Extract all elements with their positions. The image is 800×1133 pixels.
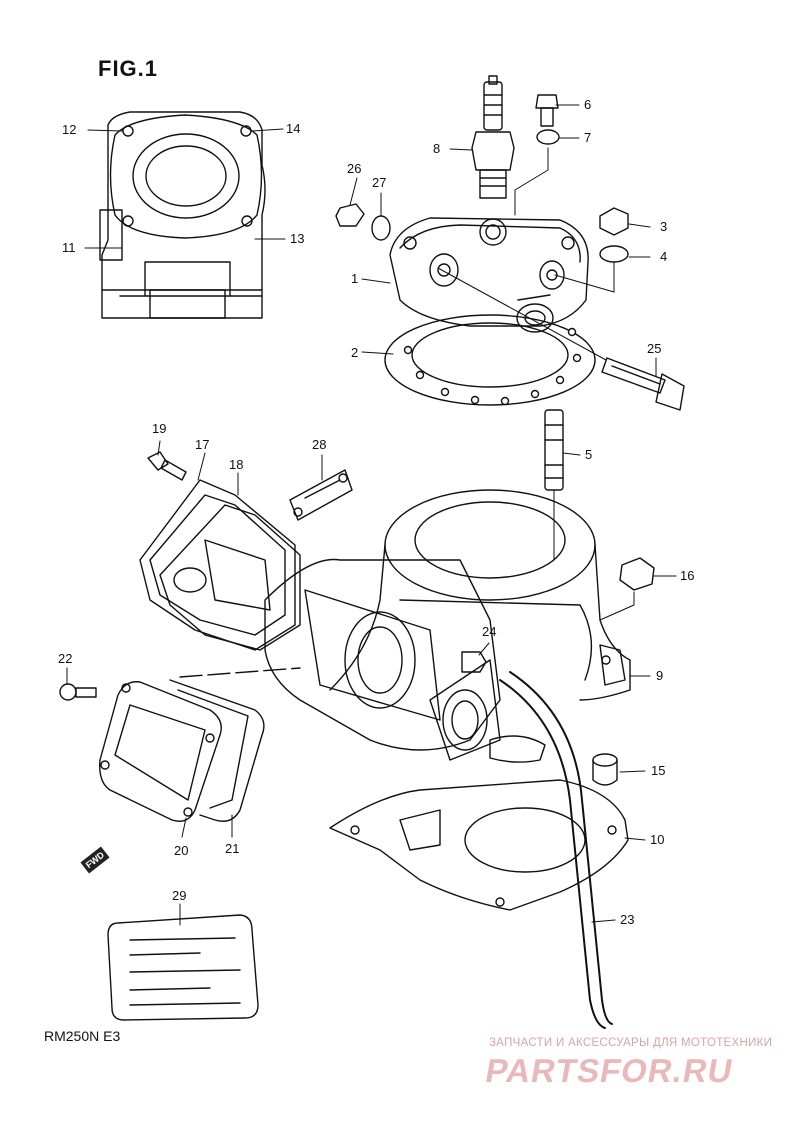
base-gasket [329,779,629,911]
callout-18: 18 [229,457,244,472]
label-plate-29 [107,914,259,1021]
washer-4 [599,245,629,263]
cylinder-head [389,217,589,333]
callout-23: 23 [620,912,635,927]
callout-11: 11 [62,240,76,255]
nut-3 [599,207,629,236]
callout-6: 6 [584,97,592,112]
nut-16 [619,557,655,591]
callout-7: 7 [584,130,592,145]
callout-16: 16 [680,568,695,583]
cylinder-top-view-inset [99,111,266,319]
head-gasket [384,314,596,406]
bolt-19 [147,451,187,481]
screw-22 [59,683,97,701]
spark-plug [471,75,515,199]
nut-26 [335,203,365,227]
callout-12: 12 [62,122,77,137]
model-code: RM250N E3 [44,1028,121,1044]
callout-20: 20 [174,843,189,858]
callout-22: 22 [58,651,73,666]
washer-27 [371,215,391,241]
callout-4: 4 [660,249,668,264]
callout-26: 26 [347,161,362,176]
callout-25: 25 [647,341,662,356]
watermark-logo: PARTSFOR.RU [482,1052,737,1089]
bolt-25 [601,357,685,411]
callout-13: 13 [290,231,305,246]
callout-29: 29 [172,888,187,903]
callout-2: 2 [351,345,359,360]
bracket-28 [289,469,353,521]
hose-23 [499,679,606,1029]
callout-19: 19 [152,421,167,436]
callout-3: 3 [660,219,668,234]
callout-5: 5 [585,447,593,462]
callout-24: 24 [482,624,497,639]
callout-10: 10 [650,832,665,847]
stud-24 [461,651,487,673]
stud-5 [544,409,564,491]
washer-7 [536,129,560,145]
figure-title: FIG.1 [98,56,159,81]
bolt-6 [535,94,559,127]
callout-9: 9 [656,668,664,683]
reed-gasket-17 [139,479,296,651]
callout-1: 1 [351,271,359,286]
callout-14: 14 [286,121,301,136]
callout-27: 27 [372,175,387,190]
callout-21: 21 [225,841,240,856]
reed-gasket-18 [159,504,301,651]
callout-17: 17 [195,437,210,452]
gasket-21 [169,679,265,822]
callout-28: 28 [312,437,327,452]
callout-15: 15 [651,763,666,778]
watermark-tagline: ЗАПЧАСТИ И АКСЕССУАРЫ ДЛЯ МОТОТЕХНИКИ [489,1037,773,1049]
collar-15 [592,753,618,786]
cover-20 [99,681,222,822]
callout-8: 8 [433,141,441,156]
cylinder-body [264,489,631,763]
